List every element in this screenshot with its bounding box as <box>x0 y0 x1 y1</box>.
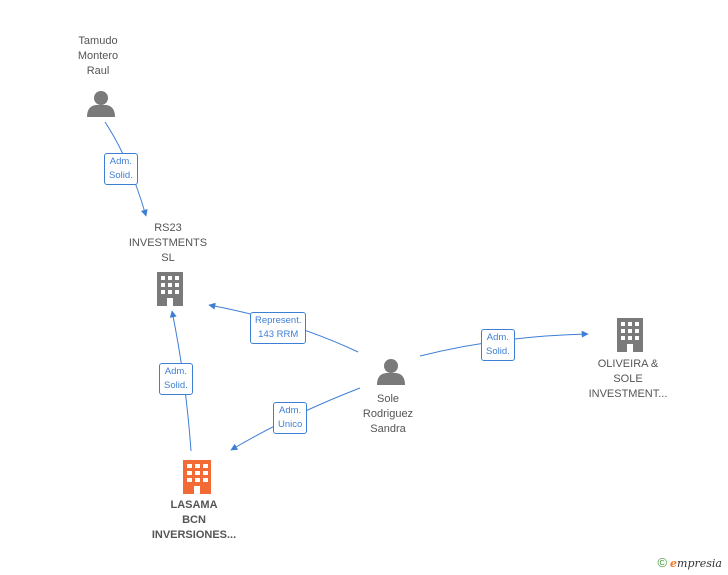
edge-label-line: Solid. <box>164 380 188 391</box>
node-label-line: Sandra <box>370 423 406 435</box>
node-label-line: INVESTMENT... <box>588 388 668 400</box>
node-label-line: Sole <box>376 393 400 405</box>
node-label-line: BCN <box>182 514 206 526</box>
node-label-line: Montero <box>77 50 119 62</box>
node-label-line: INVESTMENTS <box>128 237 208 249</box>
edge-label-line: Unico <box>278 419 303 430</box>
building-icon[interactable] <box>157 272 183 306</box>
node-label-rs23[interactable]: RS23 INVESTMENTS SL <box>113 221 223 266</box>
node-label-line: RS23 <box>154 222 182 234</box>
edge-label-line: Adm. <box>279 405 302 416</box>
edge-label-tamudo-rs23: Adm. Solid. <box>104 153 138 185</box>
node-label-sole[interactable]: Sole Rodriguez Sandra <box>333 392 443 437</box>
edge-label-lasama-rs23: Adm. Solid. <box>159 363 193 395</box>
edge-label-line: Solid. <box>486 346 510 357</box>
node-label-line: SL <box>161 252 175 264</box>
node-label-line: LASAMA <box>170 499 218 511</box>
edge-label-line: Adm. <box>486 332 509 343</box>
edge-label-sole-rs23: Represent. 143 RRM <box>250 312 307 344</box>
edge-label-sole-oliveira: Adm. Solid. <box>481 329 515 361</box>
brand-footer[interactable]: ©empresia <box>657 555 722 570</box>
edge-label-line: Adm. <box>164 366 187 377</box>
person-icon[interactable] <box>87 91 115 117</box>
node-label-line: OLIVEIRA & <box>597 358 659 370</box>
node-label-tamudo[interactable]: Tamudo Montero Raul <box>43 34 153 79</box>
node-label-line: Tamudo <box>78 35 118 47</box>
node-label-line: Raul <box>86 65 110 77</box>
brand-logo-text: mpresia <box>677 557 722 570</box>
node-label-line: SOLE <box>613 373 643 385</box>
node-label-line: INVERSIONES... <box>151 529 237 541</box>
node-label-lasama[interactable]: LASAMA BCN INVERSIONES... <box>139 498 249 543</box>
brand-logo-initial: e <box>670 557 678 570</box>
building-icon-highlight[interactable] <box>183 460 211 494</box>
copyright-icon: © <box>657 555 668 570</box>
person-icon[interactable] <box>377 359 405 385</box>
building-icon[interactable] <box>617 318 643 352</box>
edge-label-line: Represent. <box>255 315 302 326</box>
node-label-line: Rodriguez <box>362 408 414 420</box>
edge-label-sole-lasama: Adm. Unico <box>273 402 308 434</box>
node-label-oliveira[interactable]: OLIVEIRA & SOLE INVESTMENT... <box>573 357 683 402</box>
edge-label-line: 143 RRM <box>258 329 299 340</box>
edge-label-line: Solid. <box>109 170 133 181</box>
edge-label-line: Adm. <box>109 156 132 167</box>
